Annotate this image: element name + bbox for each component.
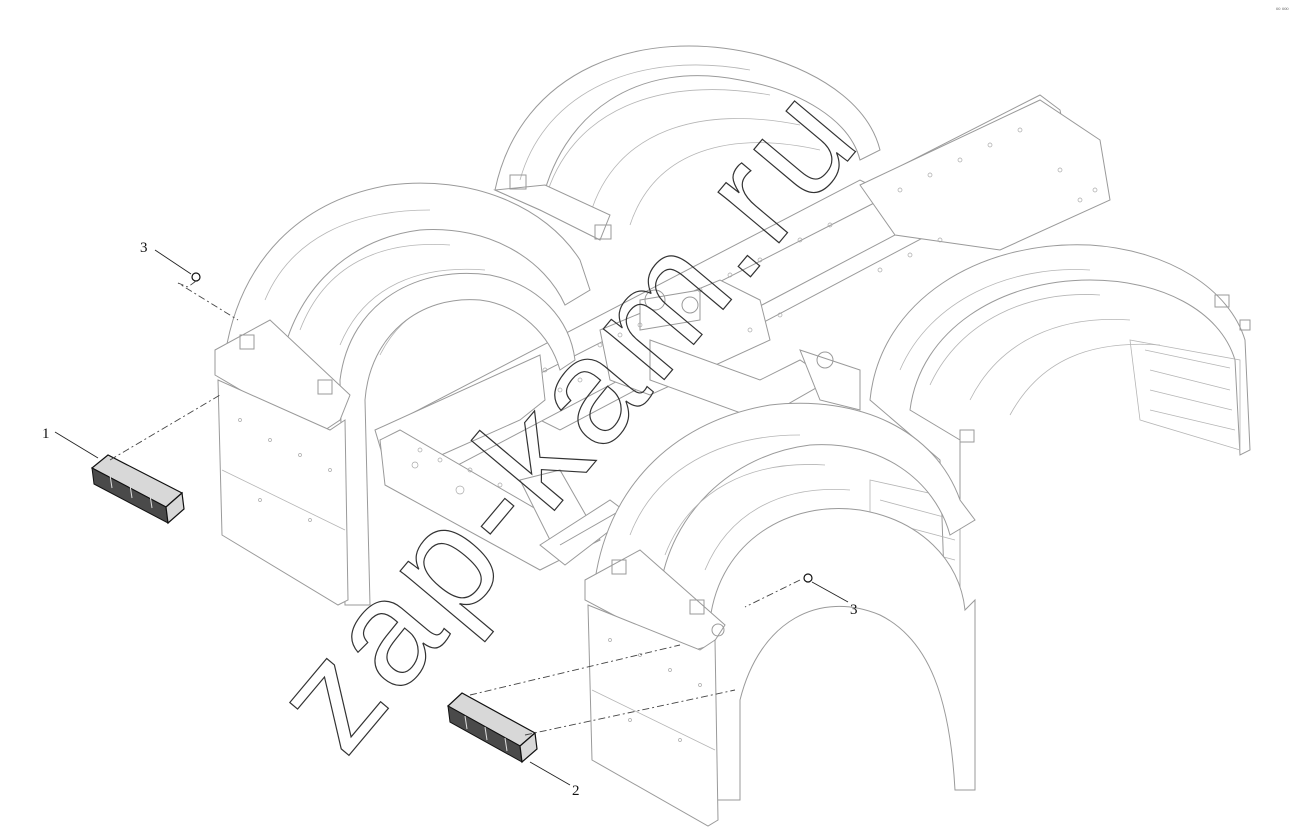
callout-3-left: 3 [140, 240, 148, 256]
part-3-fastener-left [191, 272, 201, 282]
callout-2: 2 [572, 783, 580, 799]
callout-1: 1 [42, 426, 50, 442]
fender-front-right [584, 402, 976, 827]
part-3-fastener-right [803, 573, 813, 583]
fender-front-left [214, 182, 591, 606]
fender-rear-right [869, 244, 1251, 606]
assembly-lines [109, 280, 801, 736]
callout-3-right: 3 [850, 602, 858, 618]
corner-mark: ºº ººº [1276, 7, 1289, 14]
chassis-frame [374, 94, 1111, 571]
part-1-side-reflector [90, 454, 185, 525]
leader-lines [54, 249, 849, 786]
fender-rear-left [493, 45, 881, 241]
part-2-side-reflector [446, 692, 538, 764]
rail-holes [411, 127, 1098, 495]
